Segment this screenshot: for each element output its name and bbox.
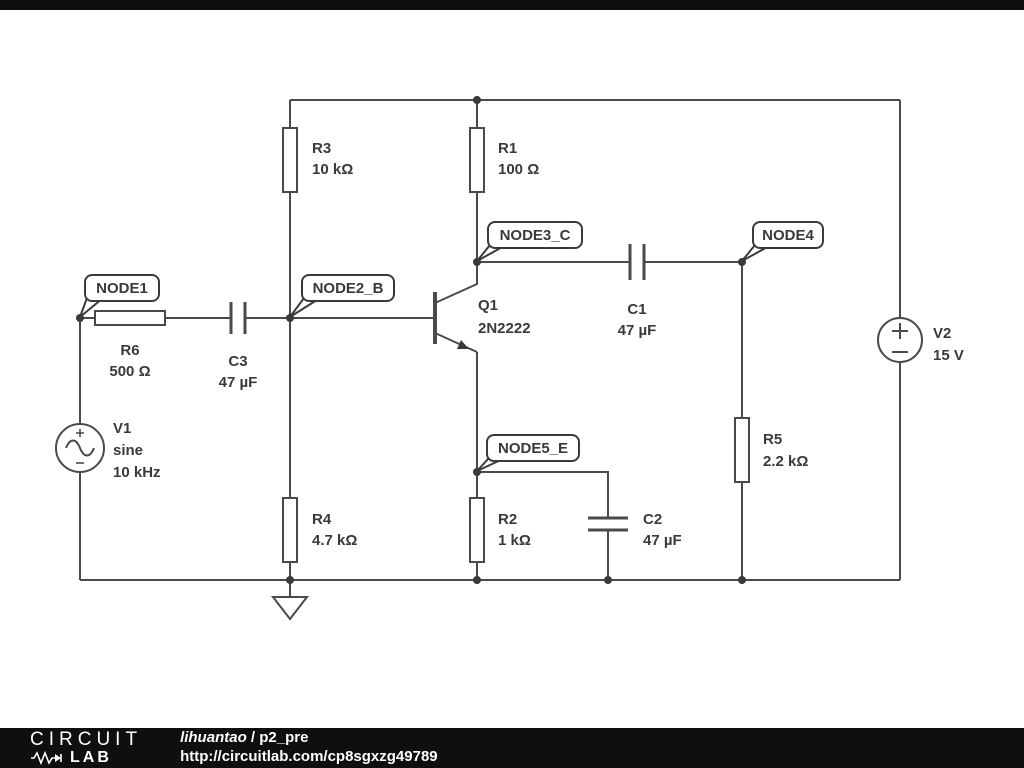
node-label-box[interactable] — [301, 274, 395, 302]
footer-bar: CIRCUIT LAB lihuantao / p2_pre http://ci… — [0, 728, 1024, 768]
component-ref: C1 — [627, 301, 646, 318]
ground-symbol[interactable] — [270, 580, 310, 621]
node-label-node1[interactable]: NODE1 — [77, 274, 160, 321]
component-ref: V2 — [933, 325, 951, 342]
capacitor-plates[interactable] — [229, 302, 247, 334]
component-r3[interactable]: R3 10 kΩ — [282, 127, 353, 193]
resistor-body[interactable] — [282, 497, 298, 563]
node-label-node5[interactable]: NODE5_E — [476, 434, 580, 472]
component-value: 47 µF — [219, 374, 258, 391]
component-r1[interactable]: R1 100 Ω — [469, 127, 539, 193]
resistor-body[interactable] — [94, 310, 166, 326]
junction-dot — [286, 576, 294, 584]
node-label-box[interactable] — [486, 434, 580, 462]
wire — [477, 471, 609, 518]
ground-triangle-icon — [270, 596, 310, 621]
node-label-box[interactable] — [752, 221, 824, 249]
component-value: 100 Ω — [498, 161, 539, 178]
source-body[interactable] — [877, 317, 923, 363]
component-ref: R3 — [312, 140, 331, 157]
project-title: lihuantao / p2_pre — [180, 729, 438, 748]
node-label-box[interactable] — [84, 274, 160, 302]
junction-dot — [604, 576, 612, 584]
component-value: 500 Ω — [109, 363, 150, 380]
node-label-node3[interactable]: NODE3_C — [476, 221, 583, 262]
component-r5[interactable]: R5 2.2 kΩ — [734, 417, 808, 483]
logo-text-lab: LAB — [70, 749, 112, 766]
wire — [434, 262, 478, 304]
component-ref: Q1 — [478, 297, 498, 314]
component-ref: V1 — [113, 420, 131, 437]
title-separator: / — [246, 729, 260, 747]
component-value: 2N2222 — [478, 320, 531, 337]
component-r4[interactable]: R4 4.7 kΩ — [282, 497, 357, 563]
component-value: 47 µF — [618, 322, 657, 339]
component-value: 15 V — [933, 347, 964, 364]
resistor-body[interactable] — [734, 417, 750, 483]
capacitor-plates[interactable] — [628, 244, 646, 280]
component-r6[interactable]: R6 500 Ω — [94, 310, 166, 380]
component-c3[interactable]: C3 47 µF — [219, 302, 258, 391]
node-label-text: NODE5_E — [498, 440, 568, 457]
node-label-text: NODE4 — [762, 227, 814, 244]
wires — [79, 99, 901, 581]
component-value: sine — [113, 442, 143, 459]
resistor-body[interactable] — [469, 127, 485, 193]
resistor-body[interactable] — [282, 127, 298, 193]
node-label-text: NODE3_C — [500, 227, 571, 244]
project-name: p2_pre — [259, 729, 309, 747]
wire — [434, 332, 478, 353]
logo-text-circuit: CIRCUIT — [30, 729, 143, 750]
component-value: 10 kΩ — [312, 161, 353, 178]
component-value: 47 µF — [643, 532, 682, 549]
component-ref: R2 — [498, 511, 517, 528]
node-label-node4[interactable]: NODE4 — [741, 221, 824, 262]
junction-dot — [473, 96, 481, 104]
component-ref: R5 — [763, 431, 782, 448]
component-v2[interactable]: V2 15 V — [877, 317, 964, 364]
capacitor-plates[interactable] — [588, 516, 628, 532]
node-label-node2[interactable]: NODE2_B — [289, 274, 395, 318]
component-value: 4.7 kΩ — [312, 532, 357, 549]
emitter-arrow-icon — [457, 340, 469, 349]
junction-dot — [473, 576, 481, 584]
component-ref: C2 — [643, 511, 662, 528]
top-black-bar — [0, 0, 1024, 10]
resistor-zigzag-icon — [31, 751, 62, 765]
junction-dot — [738, 576, 746, 584]
node-label-text: NODE1 — [96, 280, 148, 297]
resistor-body[interactable] — [469, 497, 485, 563]
component-value: 1 kΩ — [498, 532, 531, 549]
component-ref: C3 — [228, 353, 247, 370]
sine-wave-icon — [65, 439, 95, 457]
component-c1[interactable]: C1 47 µF — [618, 244, 657, 339]
component-value2: 10 kHz — [113, 464, 161, 481]
author-name: lihuantao — [180, 729, 247, 747]
node-label-text: NODE2_B — [313, 280, 384, 297]
component-ref: R6 — [120, 342, 139, 359]
component-value: 2.2 kΩ — [763, 453, 808, 470]
component-q1[interactable]: Q1 2N2222 — [433, 292, 531, 349]
component-r2[interactable]: R2 1 kΩ — [469, 497, 531, 563]
component-ref: R4 — [312, 511, 332, 528]
component-ref: R1 — [498, 140, 517, 157]
circuit-url: http://circuitlab.com/cp8sgxzg49789 — [180, 748, 438, 765]
component-v1[interactable]: V1 sine 10 kHz — [55, 420, 161, 481]
node-label-box[interactable] — [487, 221, 583, 249]
plus-icon — [76, 429, 84, 437]
circuitlab-logo: CIRCUIT LAB — [30, 730, 142, 766]
plus-icon — [892, 323, 908, 339]
component-c2[interactable]: C2 47 µF — [588, 511, 682, 549]
